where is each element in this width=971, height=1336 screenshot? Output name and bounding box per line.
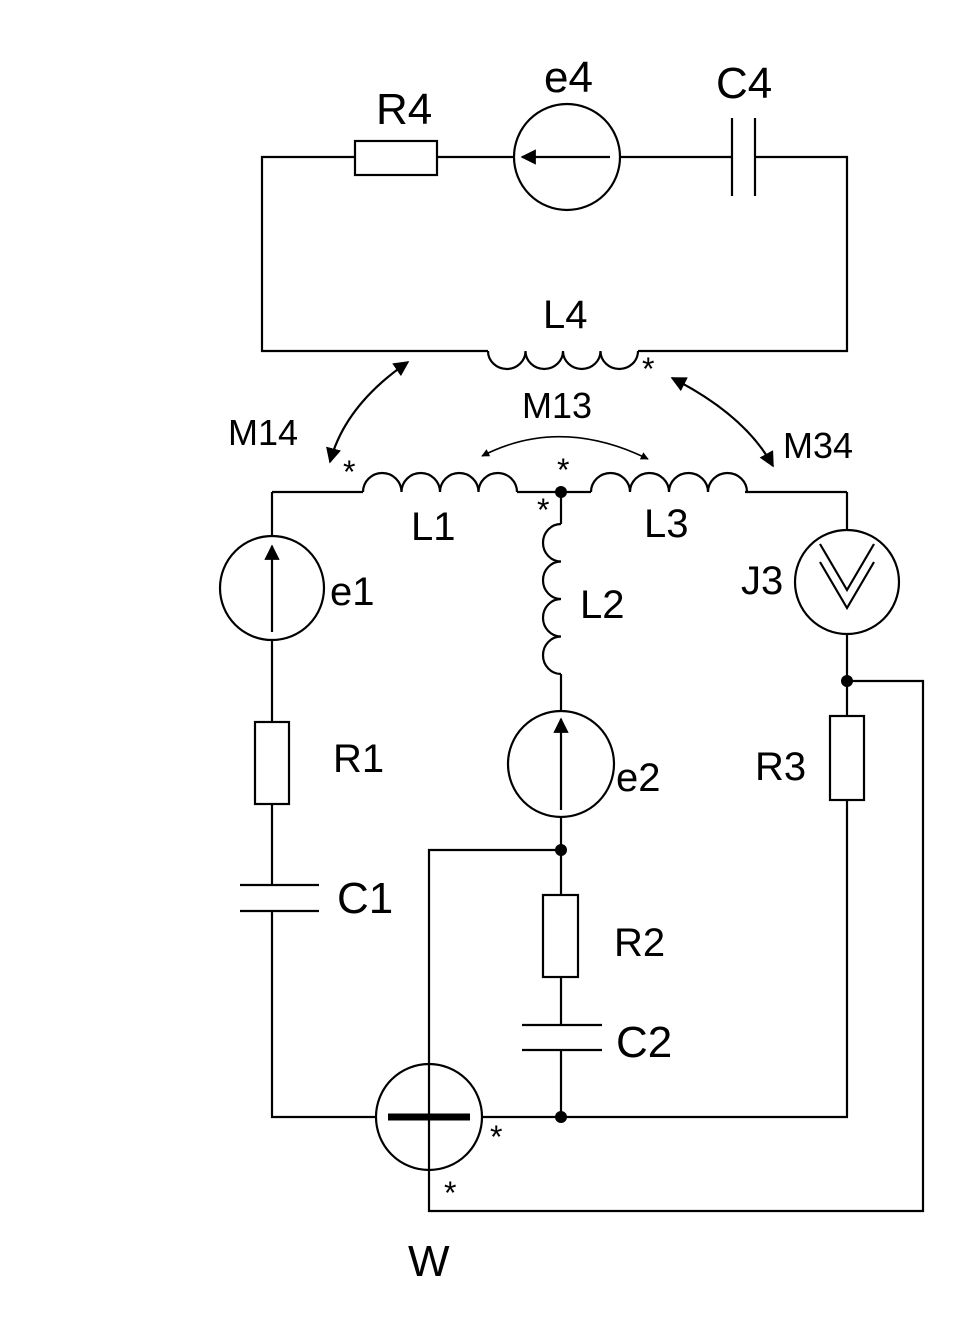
mutual-arrow-m14 bbox=[326, 361, 410, 464]
resistor-r3 bbox=[828, 714, 866, 802]
voltage-source-e1 bbox=[218, 534, 326, 642]
mutual-arrow-m13 bbox=[481, 435, 649, 460]
label-r2: R2 bbox=[614, 921, 665, 965]
label-c2: C2 bbox=[616, 1018, 672, 1067]
inductor-l3 bbox=[589, 471, 749, 493]
label-e1: e1 bbox=[330, 570, 375, 614]
label-e2: e2 bbox=[616, 756, 661, 800]
label-l4: L4 bbox=[543, 293, 588, 337]
wattmeter-w bbox=[374, 1062, 484, 1172]
label-c1: C1 bbox=[337, 874, 393, 923]
mutual-arrow-m34 bbox=[670, 377, 774, 468]
current-source-j3 bbox=[793, 528, 901, 636]
label-l2: L2 bbox=[580, 583, 625, 627]
capacitor-c4 bbox=[730, 118, 757, 196]
label-r1: R1 bbox=[333, 737, 384, 781]
label-e4: e4 bbox=[544, 53, 593, 102]
junction-nodes bbox=[555, 486, 853, 1123]
label-w: W bbox=[408, 1237, 450, 1286]
label-j3: J3 bbox=[741, 559, 783, 603]
top-loop-wires bbox=[260, 155, 849, 353]
label-r4: R4 bbox=[376, 85, 432, 134]
polarity-marker-w-voltage: * bbox=[444, 1175, 456, 1211]
label-m14: M14 bbox=[228, 412, 298, 453]
polarity-marker-l1: * bbox=[343, 454, 355, 490]
voltage-source-e4 bbox=[512, 102, 622, 212]
inductor-l2 bbox=[541, 522, 562, 676]
label-m13: M13 bbox=[522, 385, 592, 426]
label-m34: M34 bbox=[783, 425, 853, 466]
label-l3: L3 bbox=[644, 502, 689, 546]
resistor-r4 bbox=[353, 139, 439, 177]
polarity-marker-l4: * bbox=[642, 351, 654, 387]
polarity-marker-l3: * bbox=[557, 452, 569, 488]
voltage-source-e2 bbox=[506, 709, 616, 819]
label-l1: L1 bbox=[411, 505, 456, 549]
capacitor-c2 bbox=[522, 1023, 602, 1052]
label-r3: R3 bbox=[755, 745, 806, 789]
polarity-marker-l2: * bbox=[537, 492, 549, 528]
label-c4: C4 bbox=[716, 59, 772, 108]
resistor-r2 bbox=[541, 893, 580, 979]
resistor-r1 bbox=[253, 720, 291, 806]
lower-network-wires bbox=[270, 490, 925, 1213]
capacitor-c1 bbox=[240, 883, 319, 913]
inductor-l1 bbox=[361, 471, 519, 493]
inductor-l4 bbox=[486, 350, 640, 371]
polarity-marker-w-current: * bbox=[490, 1119, 502, 1155]
